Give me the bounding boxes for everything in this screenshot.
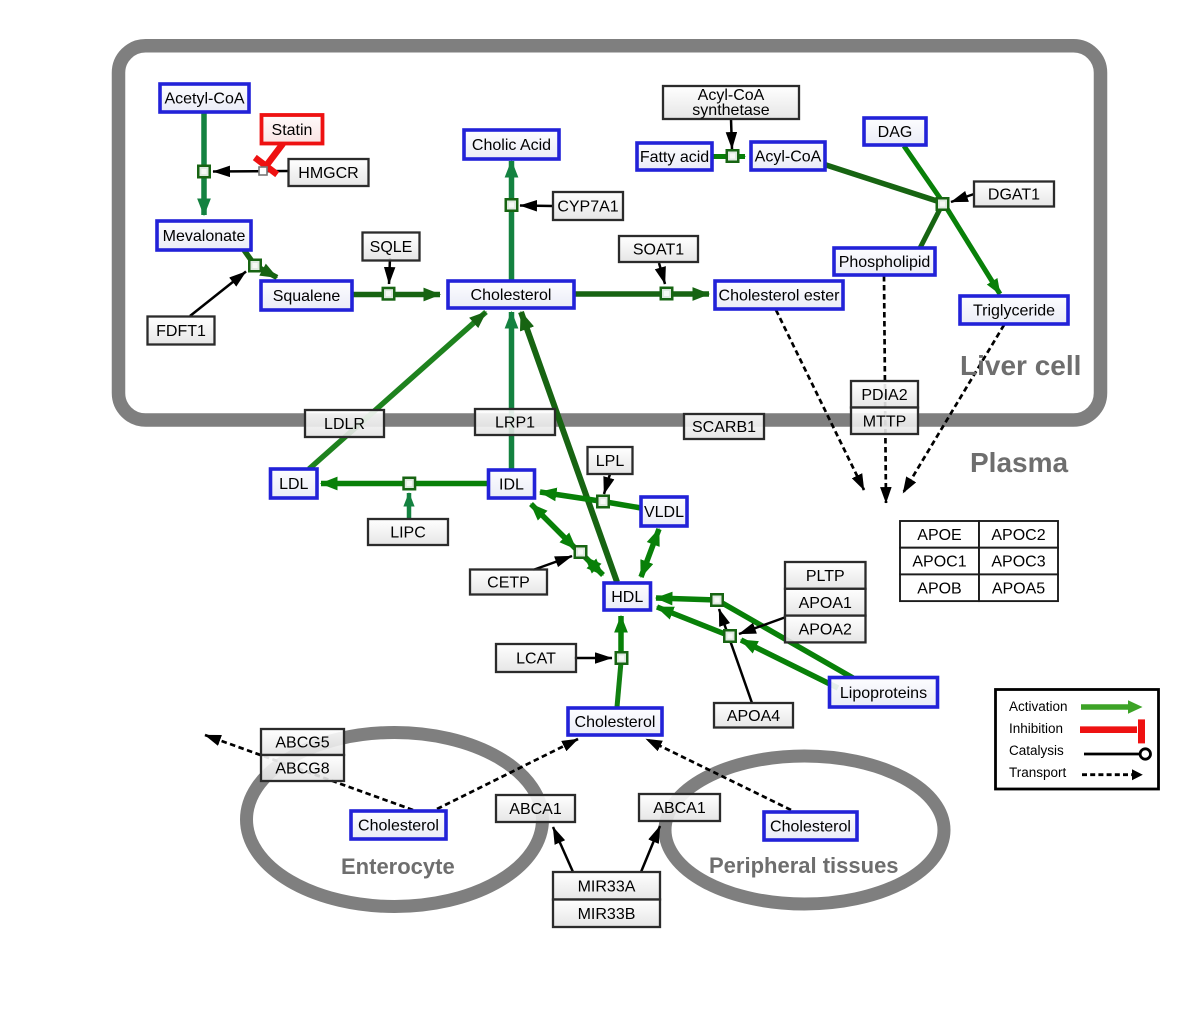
svg-text:Cholesterol: Cholesterol <box>471 287 552 304</box>
svg-text:APOA4: APOA4 <box>727 708 780 725</box>
svg-text:APOA1: APOA1 <box>799 595 852 612</box>
svg-text:synthetase: synthetase <box>692 102 769 119</box>
svg-text:Mevalonate: Mevalonate <box>163 228 246 245</box>
svg-text:Activation: Activation <box>1009 699 1068 714</box>
svg-text:APOC1: APOC1 <box>912 554 966 571</box>
svg-text:Transport: Transport <box>1009 765 1067 780</box>
svg-text:Acetyl-CoA: Acetyl-CoA <box>164 91 244 108</box>
svg-text:PLTP: PLTP <box>806 568 845 585</box>
svg-text:APOA2: APOA2 <box>799 622 852 639</box>
svg-text:SOAT1: SOAT1 <box>633 242 684 259</box>
svg-text:HMGCR: HMGCR <box>298 165 358 182</box>
svg-text:LDL: LDL <box>279 476 308 493</box>
svg-text:Liver cell: Liver cell <box>960 350 1081 381</box>
svg-text:CETP: CETP <box>487 575 530 592</box>
svg-text:HDL: HDL <box>611 589 643 606</box>
svg-text:MIR33A: MIR33A <box>578 878 636 895</box>
svg-text:MIR33B: MIR33B <box>578 906 636 923</box>
svg-text:DGAT1: DGAT1 <box>988 187 1040 204</box>
svg-text:APOE: APOE <box>917 527 961 544</box>
svg-text:Acyl-CoA: Acyl-CoA <box>698 87 765 104</box>
svg-text:Cholesterol: Cholesterol <box>358 818 439 835</box>
svg-text:SCARB1: SCARB1 <box>692 419 756 436</box>
svg-text:LDLR: LDLR <box>324 416 365 433</box>
svg-text:PDIA2: PDIA2 <box>861 387 907 404</box>
svg-text:ABCA1: ABCA1 <box>653 800 706 817</box>
svg-text:Phospholipid: Phospholipid <box>839 254 931 271</box>
svg-text:CYP7A1: CYP7A1 <box>557 199 618 216</box>
svg-text:Cholesterol: Cholesterol <box>770 819 851 836</box>
svg-text:LPL: LPL <box>596 453 625 470</box>
svg-text:Peripheral tissues: Peripheral tissues <box>709 853 899 878</box>
svg-text:FDFT1: FDFT1 <box>156 323 206 340</box>
svg-text:ABCA1: ABCA1 <box>509 801 562 818</box>
svg-text:APOC3: APOC3 <box>991 554 1045 571</box>
svg-text:Triglyceride: Triglyceride <box>973 303 1055 320</box>
svg-text:APOB: APOB <box>917 580 961 597</box>
svg-text:ABCG8: ABCG8 <box>275 761 329 778</box>
svg-text:Cholesterol: Cholesterol <box>575 714 656 731</box>
svg-text:LRP1: LRP1 <box>495 415 535 432</box>
svg-text:Cholic Acid: Cholic Acid <box>472 137 551 154</box>
svg-text:APOA5: APOA5 <box>992 580 1045 597</box>
svg-text:Fatty acid: Fatty acid <box>640 149 709 166</box>
svg-text:LCAT: LCAT <box>516 651 556 668</box>
svg-text:SQLE: SQLE <box>370 239 413 256</box>
svg-text:Enterocyte: Enterocyte <box>341 854 455 879</box>
svg-text:VLDL: VLDL <box>644 504 684 521</box>
svg-text:Cholesterol ester: Cholesterol ester <box>719 288 841 305</box>
svg-text:LIPC: LIPC <box>390 525 426 542</box>
svg-text:DAG: DAG <box>878 124 913 141</box>
svg-text:MTTP: MTTP <box>863 413 907 430</box>
svg-text:Plasma: Plasma <box>970 447 1068 478</box>
svg-text:Squalene: Squalene <box>273 288 341 305</box>
svg-text:Inhibition: Inhibition <box>1009 721 1063 736</box>
svg-text:ABCG5: ABCG5 <box>275 735 329 752</box>
svg-text:Catalysis: Catalysis <box>1009 743 1064 758</box>
svg-text:APOC2: APOC2 <box>991 527 1045 544</box>
svg-text:Lipoproteins: Lipoproteins <box>840 685 927 702</box>
svg-text:IDL: IDL <box>499 477 524 494</box>
svg-text:Statin: Statin <box>272 122 313 139</box>
svg-text:Acyl-CoA: Acyl-CoA <box>755 149 822 166</box>
